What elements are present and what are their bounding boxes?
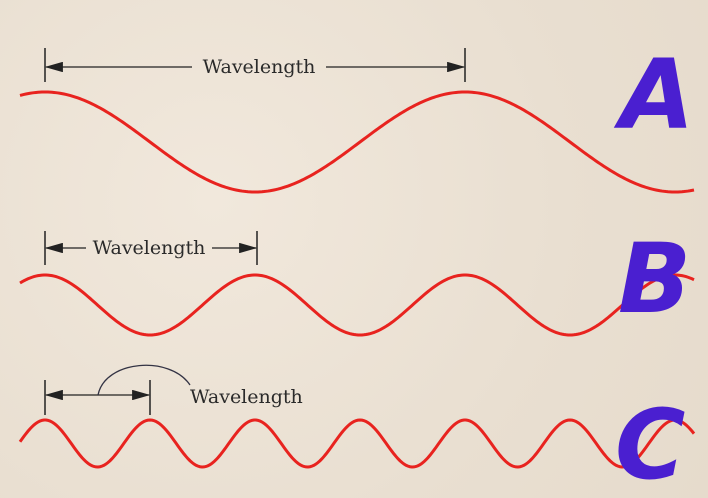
wave-a-letter: A (613, 39, 694, 151)
wave-b (19, 273, 695, 337)
wave-c-leader-arc (97, 364, 191, 396)
wave-c-group: Wavelength C (18, 364, 696, 498)
wave-c-label: Wavelength (190, 386, 303, 408)
wave-a-group: Wavelength A (19, 39, 695, 194)
wave-b-label: Wavelength (93, 237, 206, 259)
wave-c (18, 418, 696, 469)
wave-b-group: Wavelength B (19, 223, 695, 337)
wave-a-label: Wavelength (203, 56, 316, 78)
wave-c-letter: C (615, 389, 685, 498)
wave-b-letter: B (618, 223, 691, 335)
wave-a (19, 90, 695, 194)
